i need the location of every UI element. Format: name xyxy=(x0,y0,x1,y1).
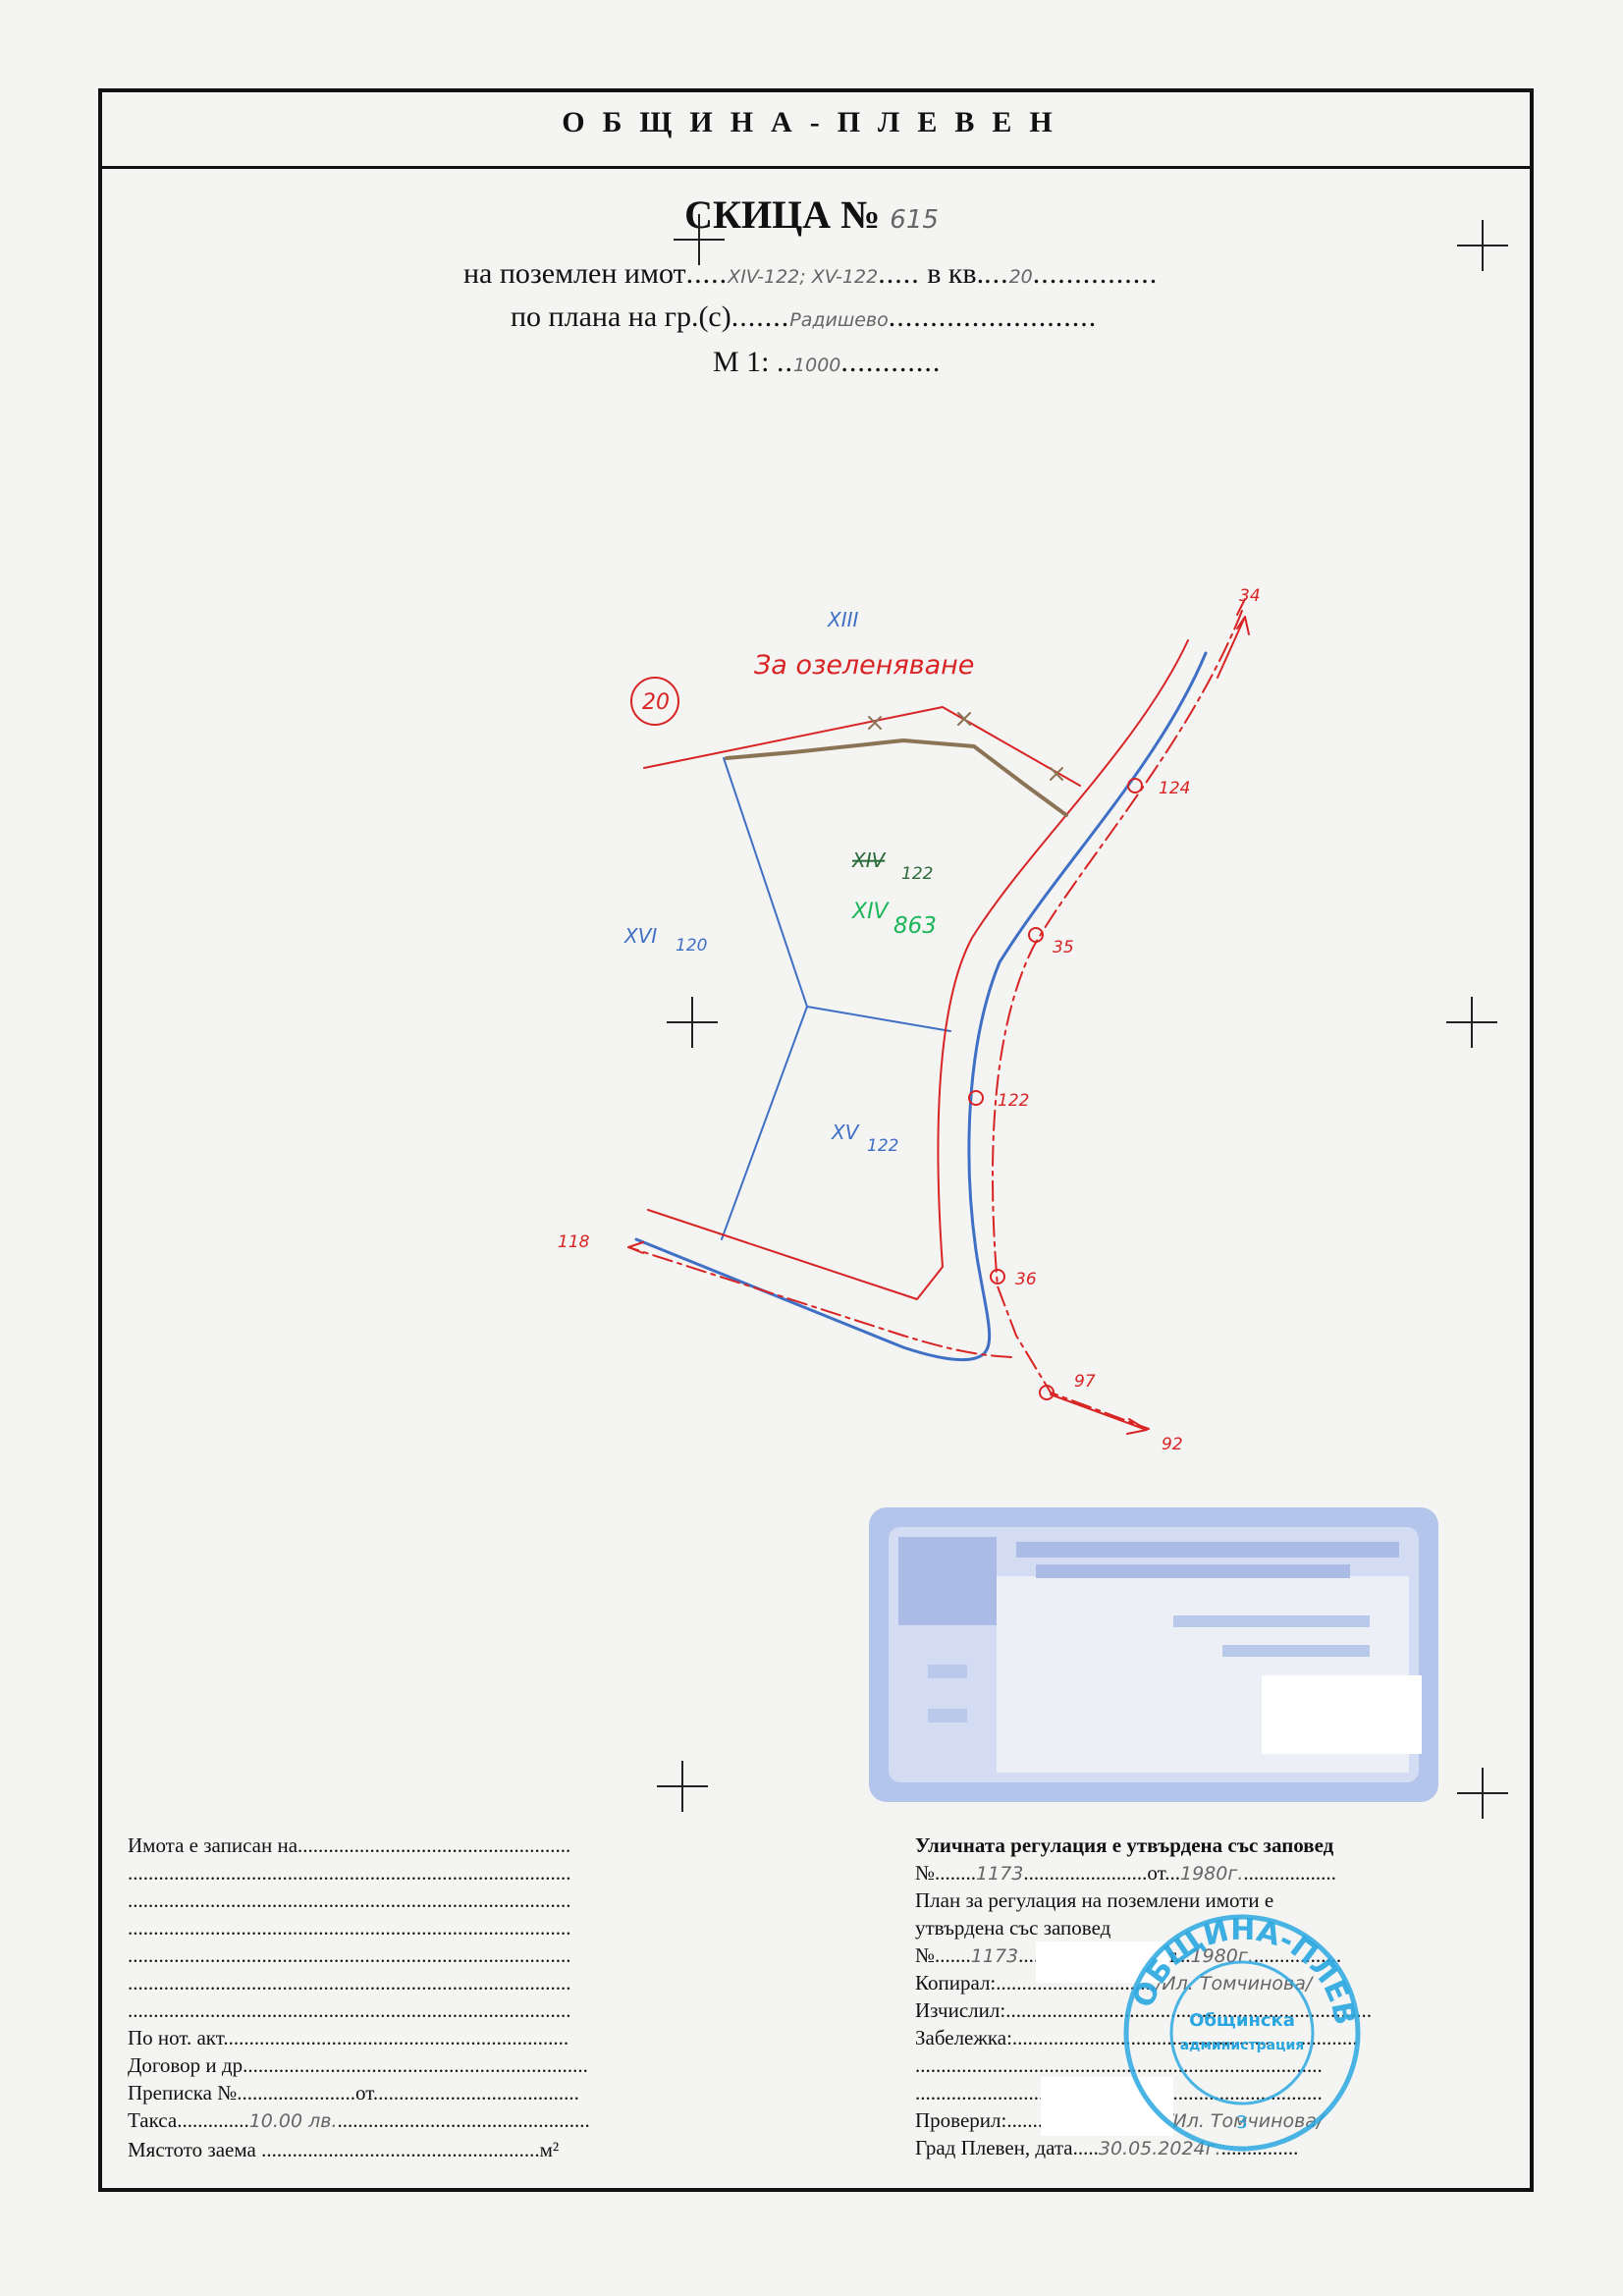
point-label: 122 xyxy=(998,1091,1029,1111)
plan-regulation-line-2: утвърдена със заповед xyxy=(915,1916,1111,1940)
calculated-line: Изчислил:...............................… xyxy=(915,1998,1372,2022)
plan-regulation-line: План за регулация на поземлени имоти е xyxy=(915,1888,1274,1912)
municipality-title: ОБЩИНА-ПЛЕВЕН xyxy=(562,106,1070,138)
title-number: 615 xyxy=(890,205,939,235)
document-frame xyxy=(98,88,1534,2192)
point-label: 118 xyxy=(558,1232,590,1252)
crosshair-mark xyxy=(657,1761,708,1812)
point-label: 34 xyxy=(1239,586,1261,606)
blurred-stamp xyxy=(869,1507,1438,1802)
order2-number: 1173 xyxy=(970,1945,1019,1967)
parcel-xv-num: 122 xyxy=(867,1136,898,1156)
block-value: 20 xyxy=(1008,266,1033,288)
point-label: 36 xyxy=(1015,1270,1037,1289)
copied-line: Копирал:.............................../… xyxy=(915,1971,1313,1995)
property-value: XIV-122; XV-122 xyxy=(728,266,879,288)
checked-value: /Ил. Томчинова/ xyxy=(1166,2110,1324,2132)
seal-number: 3 xyxy=(1236,2112,1247,2133)
notary-act-line: По нот. акт.............................… xyxy=(128,2026,569,2050)
crosshair-mark xyxy=(674,214,725,265)
greening-note: За озеленяване xyxy=(754,650,974,681)
fee-value: 10.00 лв. xyxy=(248,2110,338,2132)
plan-line: по плана на гр.(с).......Радишево.......… xyxy=(511,301,1098,333)
block-number: 20 xyxy=(642,690,670,715)
title-label: СКИЦА № xyxy=(684,192,881,237)
plan-value: Радишево xyxy=(789,309,889,331)
scale-value: 1000 xyxy=(793,355,841,376)
redaction-box xyxy=(1036,1941,1168,1983)
order1-line: №........1173........................от.… xyxy=(915,1861,1336,1885)
point-label: 97 xyxy=(1074,1372,1096,1392)
blank-line: ........................................… xyxy=(128,1943,571,1967)
crosshair-mark xyxy=(1446,997,1497,1048)
city-date-value: 30.05.2024г. xyxy=(1098,2138,1221,2159)
blank-line: ........................................… xyxy=(128,1998,571,2022)
blank-line: ........................................… xyxy=(128,1971,571,1995)
contract-line: Договор и др............................… xyxy=(128,2053,588,2077)
registered-to-line: Имота е записан на......................… xyxy=(128,1833,571,1857)
area-line: Мястото заема ..........................… xyxy=(128,2138,560,2161)
parcel-xiv-old-num: 122 xyxy=(901,864,933,884)
header-band: ОБЩИНА-ПЛЕВЕН xyxy=(98,88,1534,169)
parcel-xv: XV xyxy=(831,1121,860,1144)
round-seal: ОБЩИНА-ПЛЕВЕН Общинска администрация 3 xyxy=(1119,1910,1362,2152)
redaction-box xyxy=(1262,1675,1422,1754)
parcel-xvi-num: 120 xyxy=(676,936,707,956)
blank-line: ........................................… xyxy=(128,1888,571,1912)
blank-line: ........................................… xyxy=(128,1861,571,1885)
point-label: 124 xyxy=(1159,779,1190,798)
seal-inner-text: администрация xyxy=(1180,2038,1305,2053)
order1-number: 1173 xyxy=(976,1863,1024,1885)
seal-inner-text: Общинска xyxy=(1189,2010,1295,2031)
point-label: 35 xyxy=(1053,938,1074,957)
sketch-title: СКИЦА № 615 xyxy=(0,191,1623,238)
property-line: на поземлен имот.....XIV-122; XV-122....… xyxy=(463,257,1159,290)
crosshair-mark xyxy=(1457,1768,1508,1819)
order1-date: 1980г. xyxy=(1179,1863,1244,1885)
parcel-xiii: XIII xyxy=(827,608,858,631)
blank-line: ........................................… xyxy=(128,1916,571,1940)
fee-line: Такса..............10.00 лв.............… xyxy=(128,2108,590,2132)
point-label: 92 xyxy=(1162,1435,1183,1454)
blank-line: ........................................… xyxy=(915,2053,1323,2077)
scale-line: М 1: ..1000............ xyxy=(713,346,942,378)
street-regulation-line: Уличната регулация е утвърдена със запов… xyxy=(915,1833,1334,1857)
crosshair-mark xyxy=(667,997,718,1048)
parcel-xiv-new-num: 863 xyxy=(893,913,937,939)
transcript-line: Преписка №.......................от.....… xyxy=(128,2081,579,2105)
parcel-xiv-old: XIV xyxy=(851,848,887,872)
note-line: Забележка:..............................… xyxy=(915,2026,1358,2050)
parcel-xiv-new: XIV xyxy=(851,900,891,924)
parcel-xvi: XVI xyxy=(623,924,657,948)
crosshair-mark xyxy=(1457,220,1508,271)
